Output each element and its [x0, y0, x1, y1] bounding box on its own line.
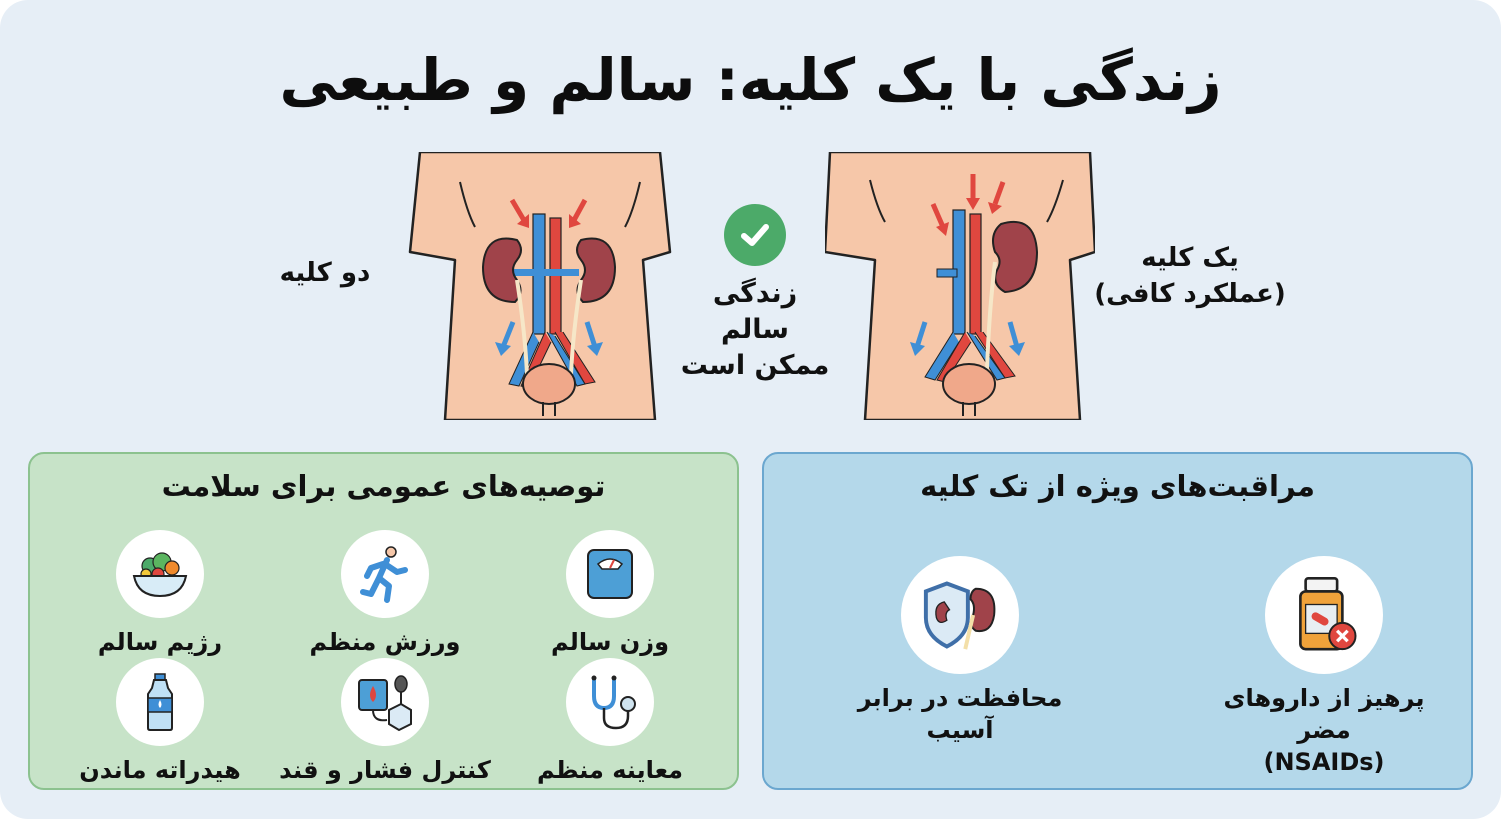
- item-label: ورزش منظم: [309, 628, 461, 656]
- avoid-nsaids-label-line2: (NSAIDs): [1263, 748, 1385, 776]
- no-medication-icon: [1265, 556, 1383, 674]
- item-protect-from-injury: محافظت در برابر آسیب: [830, 556, 1090, 746]
- item-label: رژیم سالم: [97, 628, 223, 656]
- one-kidney-label-line1: یک کلیه: [1141, 243, 1239, 273]
- two-kidneys-label: دو کلیه: [279, 258, 371, 288]
- one-kidney-label: یک کلیه (عملکرد کافی): [1090, 240, 1290, 312]
- general-panel-title: توصیه‌های عمومی برای سلامت: [161, 469, 606, 503]
- item-regular-checkup: معاینه منظم: [500, 658, 720, 786]
- torso-two-kidneys-icon: [408, 150, 672, 422]
- item-label: هیدراته ماندن: [79, 756, 241, 784]
- item-avoid-nsaids: پرهیز از داروهای مضر (NSAIDs): [1194, 556, 1454, 778]
- item-healthy-diet: رژیم سالم: [50, 530, 270, 658]
- salad-bowl-icon: [116, 530, 204, 618]
- special-panel-title: مراقبت‌های ویژه از تک کلیه: [920, 469, 1315, 503]
- general-recommendations-panel: توصیه‌های عمومی برای سلامت وزن سالم ورزش…: [28, 452, 739, 790]
- item-label: کنترل فشار و قند: [279, 756, 491, 784]
- item-regular-exercise: ورزش منظم: [275, 530, 495, 658]
- item-healthy-weight: وزن سالم: [500, 530, 720, 658]
- item-stay-hydrated: هیدراته ماندن: [50, 658, 270, 786]
- page-title: زندگی با یک کلیه: سالم و طبیعی: [279, 46, 1222, 114]
- water-bottle-icon: [116, 658, 204, 746]
- item-label: وزن سالم: [550, 628, 670, 656]
- healthy-life-text-line1: زندگی سالم: [712, 278, 798, 345]
- one-kidney-label-line2: (عملکرد کافی): [1094, 279, 1286, 309]
- special-care-panel: مراقبت‌های ویژه از تک کلیه پرهیز از دارو…: [762, 452, 1473, 790]
- one-kidney-illustration: [823, 150, 1097, 422]
- running-person-icon: [341, 530, 429, 618]
- stethoscope-icon: [566, 658, 654, 746]
- two-kidneys-illustration: [405, 150, 675, 422]
- item-label: معاینه منظم: [537, 756, 683, 784]
- scale-icon: [566, 530, 654, 618]
- shield-kidney-icon: [901, 556, 1019, 674]
- blood-pressure-sugar-icon: [341, 658, 429, 746]
- torso-one-kidney-icon: [823, 150, 1097, 422]
- protect-label: محافظت در برابر آسیب: [857, 684, 1063, 744]
- avoid-nsaids-label-line1: پرهیز از داروهای مضر: [1223, 684, 1425, 744]
- healthy-life-badge: زندگی سالم ممکن است: [680, 200, 830, 384]
- item-bp-sugar-control: کنترل فشار و قند: [275, 658, 495, 786]
- check-circle-icon: [724, 204, 786, 266]
- healthy-life-text-line2: ممکن است: [680, 350, 830, 381]
